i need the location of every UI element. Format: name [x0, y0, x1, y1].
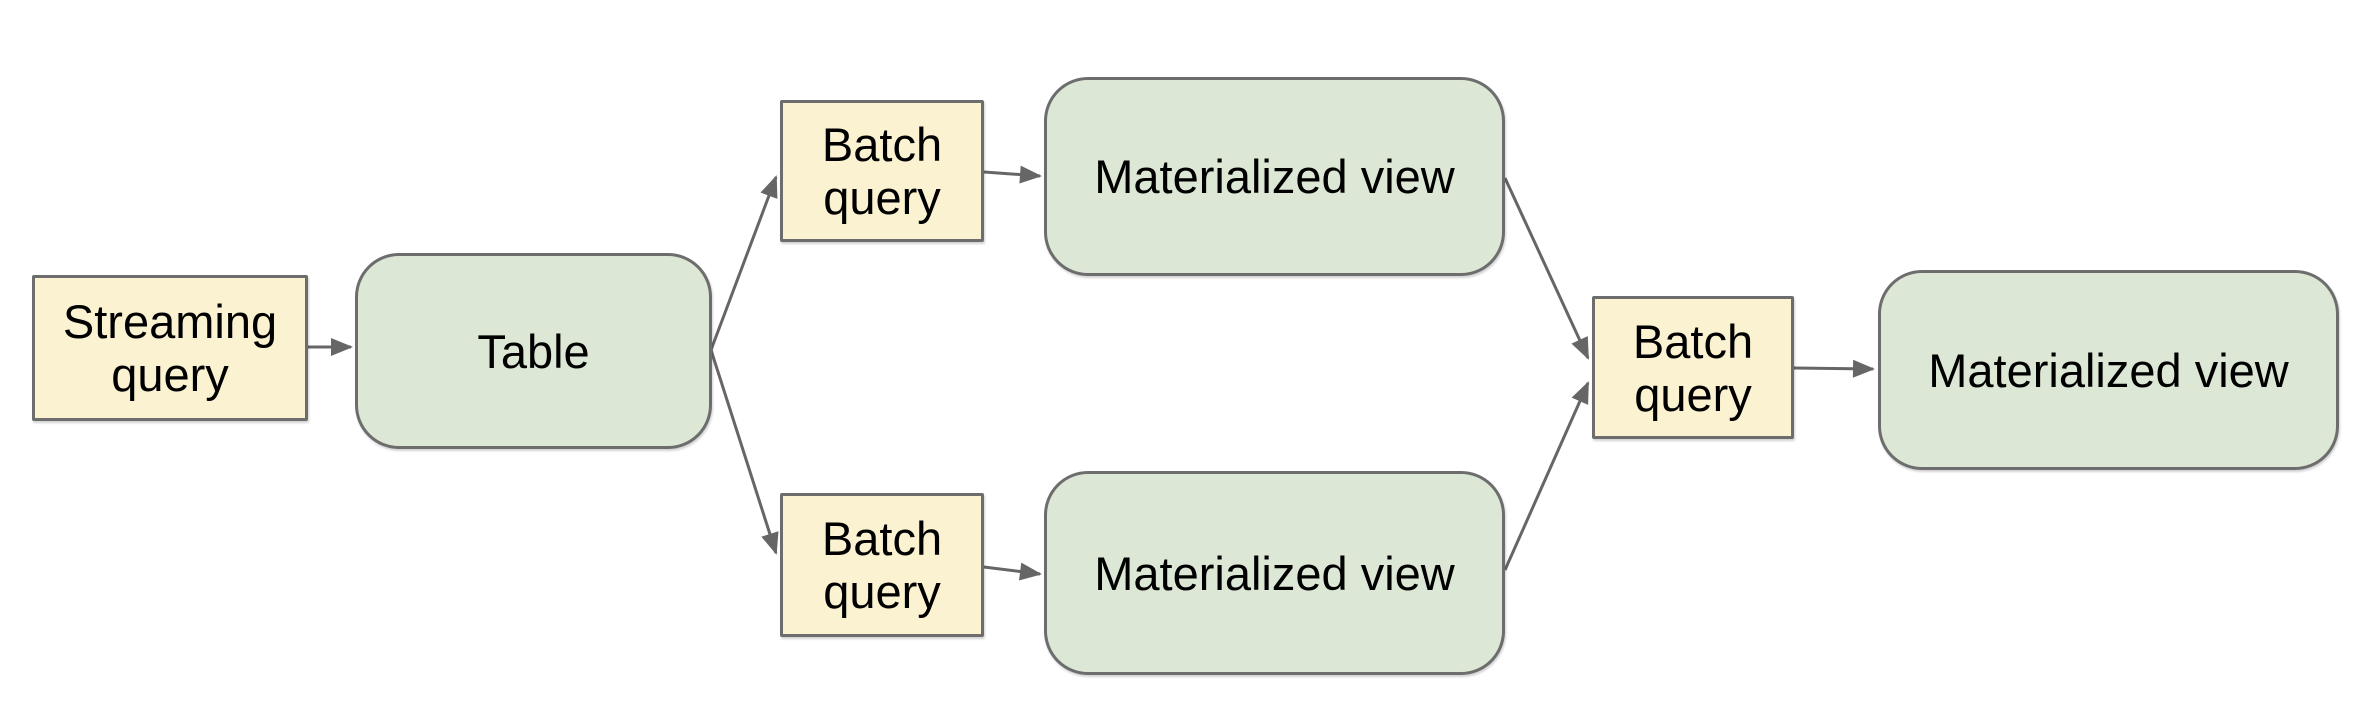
edge-batch-query-top-to-materialized-view-top	[983, 165, 1042, 184]
node-batch-query-bottom-label: Batch query	[821, 512, 943, 618]
node-materialized-view-top-label: Materialized view	[1094, 150, 1455, 203]
node-materialized-view-bottom-label: Materialized view	[1094, 546, 1455, 600]
node-table: Table	[355, 253, 712, 449]
node-streaming-query-label: Streaming query	[62, 295, 278, 401]
node-batch-query-bottom: Batch query	[780, 493, 984, 637]
node-batch-query-top-label: Batch query	[821, 118, 943, 224]
node-batch-query-top: Batch query	[780, 100, 984, 242]
edge-batch-query-bottom-to-materialized-view-bottom	[983, 562, 1042, 581]
edge-materialized-view-bottom-to-batch-query-right	[1503, 381, 1590, 571]
node-streaming-query: Streaming query	[32, 275, 308, 421]
node-table-label: Table	[477, 324, 590, 378]
edge-table-to-batch-query-bottom	[709, 349, 779, 555]
node-materialized-view-bottom: Materialized view	[1044, 471, 1505, 675]
edge-batch-query-right-to-materialized-view-right	[1793, 359, 1875, 378]
edge-materialized-view-top-to-batch-query-right	[1503, 177, 1590, 360]
edge-table-to-batch-query-top	[709, 175, 778, 351]
node-batch-query-right-label: Batch query	[1632, 314, 1754, 421]
node-materialized-view-right-label: Materialized view	[1928, 343, 2289, 397]
node-materialized-view-right: Materialized view	[1878, 270, 2339, 470]
node-materialized-view-top: Materialized view	[1044, 77, 1505, 276]
node-batch-query-right: Batch query	[1592, 296, 1794, 439]
